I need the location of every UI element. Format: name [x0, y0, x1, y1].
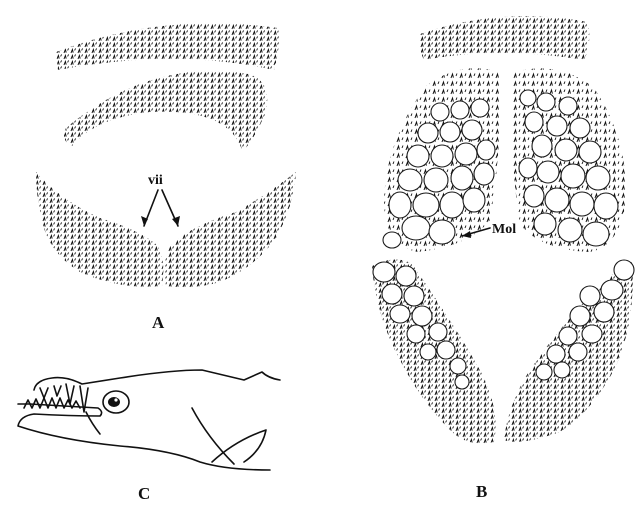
a-left-lower-tooth-patch — [36, 172, 163, 287]
panel-a-label: A — [152, 313, 165, 332]
b-upper-right-molariform-patch — [512, 68, 626, 252]
a-middle-tooth-band — [64, 71, 267, 150]
b-lower-right-molariform-patch — [504, 260, 634, 442]
c-pupil — [108, 397, 120, 407]
panel-a: vii A — [36, 23, 296, 332]
a-right-lower-tooth-patch — [165, 172, 296, 287]
panel-c-label: C — [138, 484, 150, 503]
panel-c: C — [18, 370, 280, 503]
c-pectoral-fin — [212, 430, 266, 462]
a-upper-tooth-band — [56, 23, 279, 70]
a-vii-label: vii — [148, 173, 163, 188]
b-mol-label: Mol — [492, 222, 516, 237]
c-operculum-line — [192, 408, 234, 464]
a-vii-pointer-arrows — [141, 190, 180, 226]
b-premaxillary-tooth-band — [420, 16, 590, 60]
b-upper-left-molariform-patch — [383, 68, 500, 252]
panel-b-label: B — [476, 482, 487, 501]
c-upper-jaw-outline — [34, 370, 280, 390]
b-lower-left-molariform-patch — [372, 259, 496, 443]
c-lower-jaw-outline — [18, 404, 270, 470]
panel-b: Mol B — [372, 16, 634, 501]
